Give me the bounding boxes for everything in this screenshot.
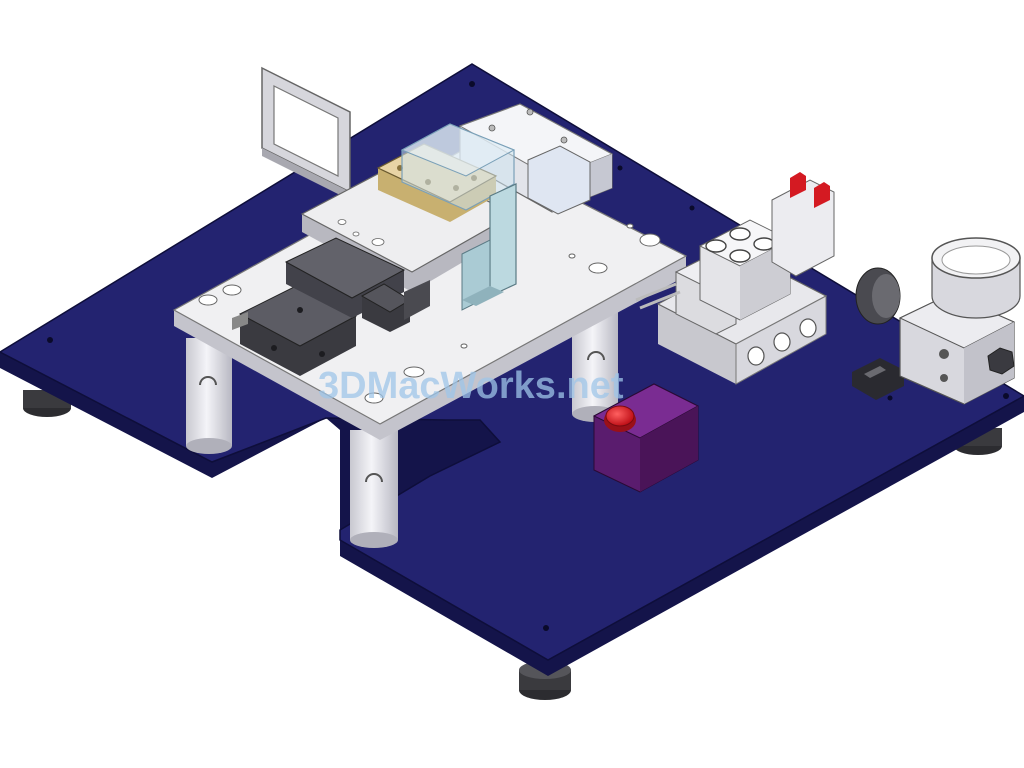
sensor-bracket <box>461 183 517 311</box>
watermark: 3DMacWorks.net <box>318 365 624 407</box>
foot-left <box>23 390 71 417</box>
slide-cylinder <box>458 103 614 215</box>
glass-cover <box>400 123 516 211</box>
start-button[interactable] <box>604 405 636 432</box>
pillar-left <box>186 338 232 454</box>
fitting-tubes <box>635 282 681 310</box>
window-bracket <box>261 66 351 200</box>
regulator-knob <box>855 267 901 325</box>
pillar-front <box>350 430 398 548</box>
outlet-nut <box>987 347 1015 375</box>
air-regulator <box>852 237 1021 405</box>
start-button-box <box>592 383 700 493</box>
pressure-gauge <box>931 237 1021 319</box>
solenoid-valves <box>635 172 835 335</box>
gripper-cylinder <box>232 237 430 376</box>
